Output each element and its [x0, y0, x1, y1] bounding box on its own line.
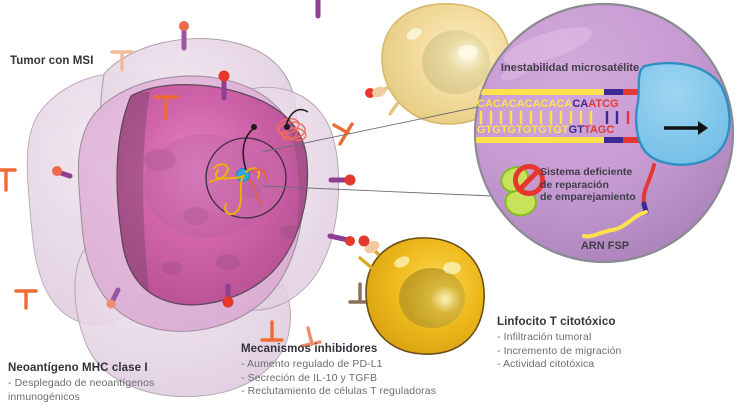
- mmr-protein-complex: [500, 164, 545, 217]
- fsp-rna-transcript: [582, 163, 656, 239]
- process-arrows: [242, 108, 309, 171]
- cytotoxic-t-cell-upper: [365, 3, 511, 125]
- caption-lymphocyte: Linfocito T citotóxico - Infiltración tu…: [497, 316, 621, 372]
- dna-top-mismatch: CA: [572, 98, 589, 110]
- replication-direction-arrow: [664, 121, 708, 135]
- caption-inhibitory-bullet-2: - Reclutamiento de células T reguladoras: [241, 385, 437, 397]
- caption-inhibitory-bullet-0: - Aumento regulado de PD-L1: [241, 358, 383, 370]
- mmr-line-0: Sistema deficiente: [540, 166, 633, 178]
- dna-top-flank: ATCG: [588, 98, 619, 110]
- caption-inhibitory: Mecanismos inhibidores - Aumento regulad…: [241, 343, 436, 399]
- dna-sequence-top: CACACACACACACAATCG: [477, 98, 619, 110]
- caption-neoantigen-title: Neoantígeno MHC clase I: [8, 362, 148, 374]
- receptor-mhc: [52, 0, 356, 309]
- dna-strands-nucleus: [209, 163, 268, 216]
- mmr-line-2: de emparejamiento: [540, 191, 636, 203]
- tumor-cell-core: [116, 83, 309, 306]
- dna-sequence-bottom: GTGTGTGTGTGTGTTAGC: [477, 124, 614, 136]
- inset-label-arn-fsp: ARN FSP: [580, 240, 630, 252]
- dna-bottom-repeat: GTGTGTGTGTGT: [477, 124, 569, 136]
- tumor-surface-receptors: [0, 0, 382, 348]
- caption-neoantigen: Neoantígeno MHC clase I - Desplegado de …: [8, 362, 154, 404]
- inset-label-mmr-deficiency: Sistema deficiente de reparación de empa…: [540, 166, 680, 204]
- polymerase-blob: [635, 61, 731, 166]
- caption-neoantigen-bullet-0: - Desplegado de neoantígenos: [8, 377, 155, 389]
- dna-bottom-mismatch: GT: [568, 124, 584, 136]
- caption-inhibitory-bullet-1: - Secreción de IL-10 y TGFB: [241, 371, 378, 384]
- magnifier-connector-lines: [261, 103, 493, 197]
- cytotoxic-t-cell-lower: [358, 235, 485, 355]
- caption-lymphocyte-title: Linfocito T citotóxico: [497, 316, 616, 328]
- tumor-cell-mass: [26, 38, 340, 398]
- prohibition-icon: [513, 164, 545, 196]
- mmr-line-1: de reparación: [540, 178, 609, 191]
- caption-neoantigen-bullet-1: inmunogénicos: [8, 390, 80, 403]
- dna-top-repeat: CACACACACACA: [477, 98, 573, 110]
- caption-lymphocyte-bullet-0: - Infiltración tumoral: [497, 331, 592, 343]
- caption-lymphocyte-bullet-1: - Incremento de migración: [497, 344, 622, 357]
- caption-inhibitory-title: Mecanismos inhibidores: [241, 343, 378, 355]
- tumor-label-text: Tumor con MSI: [10, 55, 94, 67]
- tumor-label: Tumor con MSI: [10, 55, 94, 67]
- msi-inset-circle: [473, 2, 735, 264]
- caption-lymphocyte-bullet-2: - Actividad citotóxica: [497, 358, 595, 370]
- inset-title-msi: Inestabilidad microsatélite: [500, 62, 640, 74]
- dna-bottom-flank: TAGC: [583, 124, 615, 136]
